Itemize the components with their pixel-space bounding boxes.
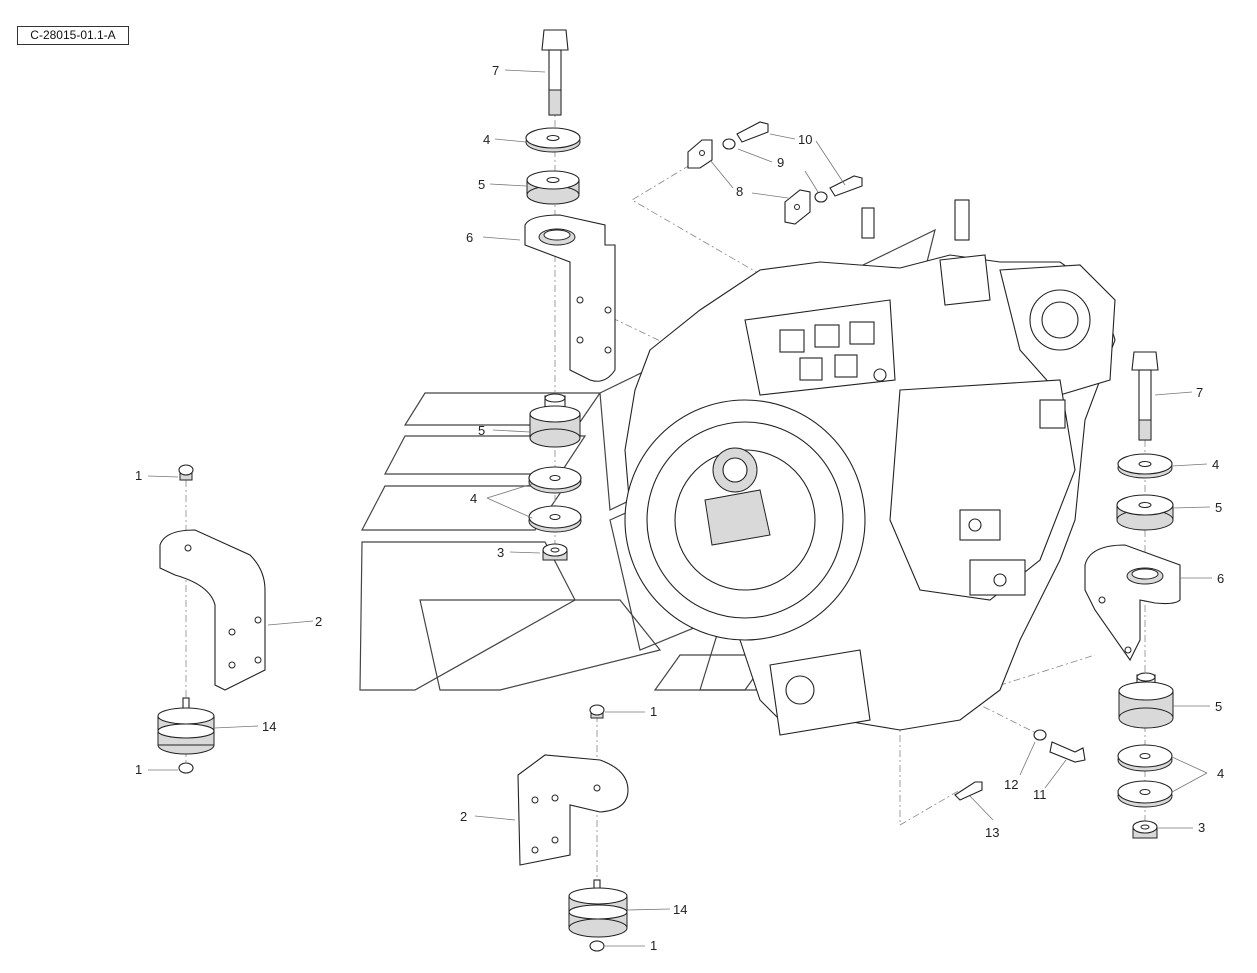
- callout-c4-right-top: 4: [1212, 457, 1219, 472]
- callout-c2-bottom: 2: [460, 809, 467, 824]
- callout-c1-bottom-top: 1: [650, 704, 657, 719]
- mid-nut: [542, 543, 568, 561]
- callout-labels: 7 4 5 6 5 4 3 10 9 8 1 2 14 1 1 2 14 1 7…: [135, 63, 1224, 953]
- callout-c1-left-bottom: 1: [135, 762, 142, 777]
- callout-c2-left: 2: [315, 614, 322, 629]
- callout-c13: 13: [985, 825, 999, 840]
- right-mount-assembly: [1084, 351, 1181, 839]
- bottom-mount-assembly: [517, 704, 629, 952]
- callout-c4-right-bottom: 4: [1217, 766, 1224, 781]
- callout-c1-left-top: 1: [135, 468, 142, 483]
- callout-c3-right: 3: [1198, 820, 1205, 835]
- sensor-brackets-and-screws: [687, 121, 863, 225]
- callout-c5-top: 5: [478, 177, 485, 192]
- mid-rubber-mount: [529, 393, 581, 448]
- small-fasteners: [954, 729, 1086, 801]
- callout-c11: 11: [1033, 787, 1047, 802]
- callout-c7-right: 7: [1196, 385, 1203, 400]
- callout-c14-bottom: 14: [673, 902, 687, 917]
- callout-c4-top: 4: [483, 132, 490, 147]
- callout-c7-top: 7: [492, 63, 499, 78]
- top-bolt: [541, 29, 569, 116]
- top-washer: [525, 127, 581, 153]
- callout-c5-mid: 5: [478, 423, 485, 438]
- left-mount-assembly: [157, 464, 266, 774]
- callout-c14-left: 14: [262, 719, 276, 734]
- callout-c6-right: 6: [1217, 571, 1224, 586]
- transmission-housing: [624, 199, 1116, 736]
- top-rubber-bushing: [526, 170, 580, 205]
- top-mounting-bracket: [524, 214, 616, 382]
- callout-c9: 9: [777, 155, 784, 170]
- mid-washers: [528, 466, 582, 533]
- callout-c12: 12: [1004, 777, 1018, 792]
- callout-c5-right-mid: 5: [1215, 699, 1222, 714]
- callout-c3-mid: 3: [497, 545, 504, 560]
- callout-c1-bottom-bottom: 1: [650, 938, 657, 953]
- callout-c5-right-top: 5: [1215, 500, 1222, 515]
- callout-c4-mid: 4: [470, 491, 477, 506]
- callout-c6-top: 6: [466, 230, 473, 245]
- leader-lines: [147, 69, 1212, 947]
- callout-c8: 8: [736, 184, 743, 199]
- callout-c10: 10: [798, 132, 812, 147]
- drawing-reference-code: C-28015-01.1-A: [17, 26, 129, 45]
